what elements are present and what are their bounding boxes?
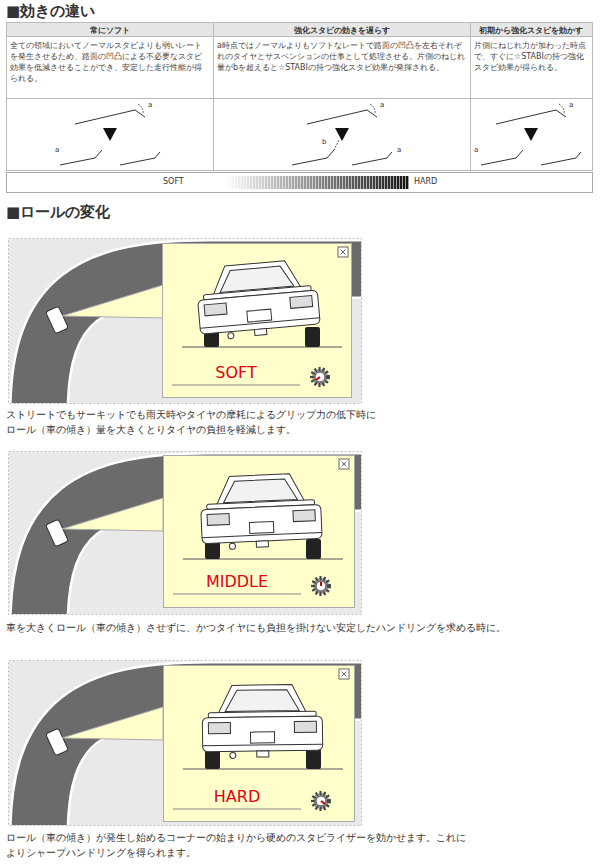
callout-pointer xyxy=(62,498,163,531)
roll-panel xyxy=(9,452,370,628)
section-heading: ■ロールの変化 xyxy=(6,203,110,221)
callout-pointer xyxy=(62,707,163,740)
table-cell: 全ての領域においてノーマルスタビよりも弱いレートを発生させるため、路面の凹凸によ… xyxy=(10,40,209,84)
car-rear-view xyxy=(164,666,355,822)
description: 車を大きくロール（車の傾き）させずに、かつタイヤにも負担を掛けない安定したハンド… xyxy=(6,620,596,635)
section-heading: ■効きの違い xyxy=(6,2,95,20)
stabilizer-sketch xyxy=(292,104,392,165)
callout-box: HARD xyxy=(163,665,355,822)
table xyxy=(6,22,593,171)
table-frame xyxy=(7,23,593,171)
angle-letter: a xyxy=(380,101,384,110)
angle-letter: b xyxy=(322,138,326,147)
scale-label: SOFT xyxy=(163,177,184,187)
table-header: 初期から強化スタビを効かす xyxy=(470,25,592,36)
road-corner xyxy=(9,661,369,836)
stabilizer-sketch xyxy=(481,104,581,165)
table-cell: a時点ではノーマルよりもソフトなレートで路面の凹凸を左右それぞれのタイヤとサスペ… xyxy=(217,40,466,73)
description: ロール（車の傾き）が発生し始めるコーナーの始まりから硬めのスタビライザーを効かせ… xyxy=(6,830,466,860)
table-rule xyxy=(6,36,592,37)
angle-letter: a xyxy=(569,101,573,110)
table-rule xyxy=(470,22,471,170)
angle-letter: a xyxy=(55,146,59,155)
table-rule xyxy=(213,22,214,170)
soft-hard-scale xyxy=(7,173,593,193)
car-rear-view xyxy=(163,244,352,398)
callout-box: SOFT xyxy=(162,243,352,398)
table-header: 常にソフト xyxy=(6,25,213,36)
callout-pointer xyxy=(62,285,163,318)
scale-label: HARD xyxy=(414,177,437,187)
angle-letter: a xyxy=(474,146,478,155)
setting-label: SOFT xyxy=(172,364,300,381)
table-header: 強化スタビの効きを遅らす xyxy=(213,25,470,36)
stabilizer-sketch xyxy=(60,104,160,165)
table-header-band xyxy=(7,23,592,36)
setting-label: MIDDLE xyxy=(173,573,301,590)
setting-label: HARD xyxy=(173,788,301,805)
angle-letter: a xyxy=(148,101,152,110)
roll-panel xyxy=(9,239,370,415)
road-corner xyxy=(9,239,369,414)
angle-letter: a xyxy=(397,146,401,155)
description: ストリートでもサーキットでも雨天時やタイヤの摩耗によるグリップ力の低下時にロール… xyxy=(6,407,381,437)
car-rear-view xyxy=(164,456,355,608)
table-rule xyxy=(6,98,592,99)
callout-box: MIDDLE xyxy=(163,455,355,608)
roll-panel xyxy=(9,661,370,837)
road-corner xyxy=(9,452,369,627)
table-cell: 片側にねじれ力が加わった時点で、すぐに☆STABIの持つ強化スタビ効果が得られる… xyxy=(474,40,588,73)
